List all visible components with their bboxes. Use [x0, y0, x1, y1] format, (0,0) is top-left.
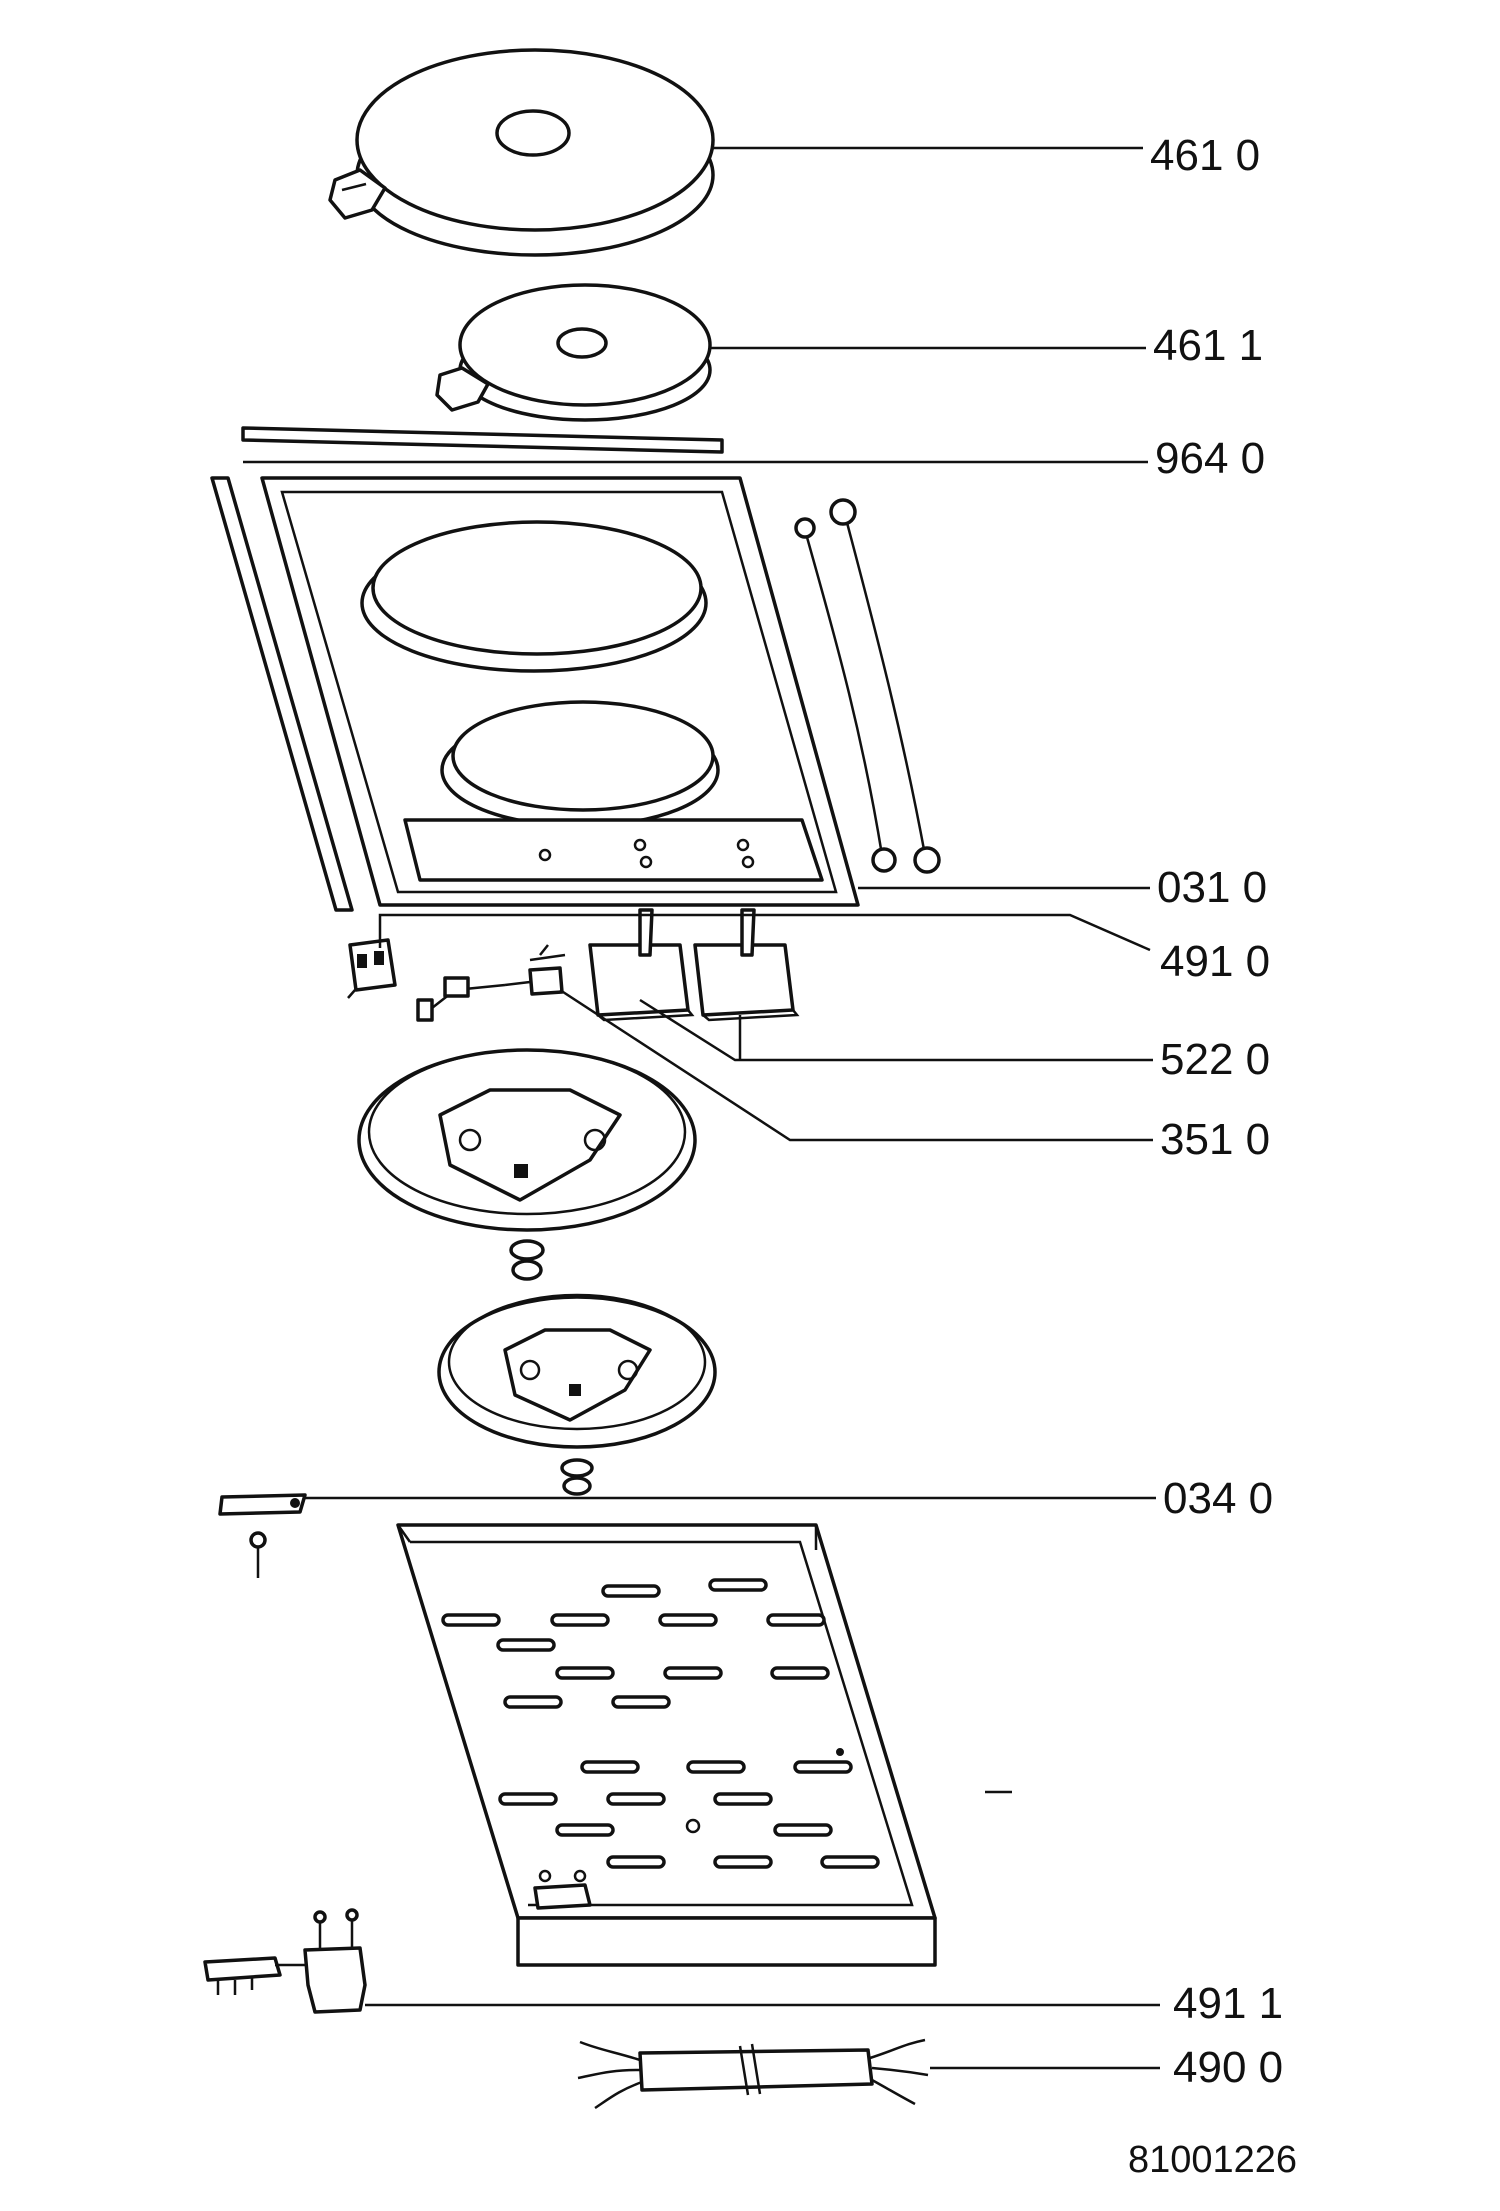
terminal-block[interactable]: [347, 938, 397, 999]
label-9640: 964 0: [1155, 434, 1265, 483]
label-0340: 034 0: [1163, 1474, 1273, 1523]
label-4611: 461 1: [1153, 321, 1263, 370]
burner-tray-upper[interactable]: [357, 1048, 697, 1232]
mains-cable[interactable]: [577, 2038, 929, 2110]
wiring-loom[interactable]: [416, 944, 566, 1022]
label-4910: 491 0: [1160, 937, 1270, 986]
mains-terminal[interactable]: [203, 1908, 367, 2014]
label-4900: 490 0: [1173, 2043, 1283, 2092]
earth-cables[interactable]: [794, 498, 941, 874]
fixing-bracket[interactable]: [218, 1493, 307, 1578]
spacer-nut-lower[interactable]: [560, 1458, 594, 1496]
label-4911: 491 1: [1173, 1979, 1283, 2028]
label-4610: 461 0: [1150, 131, 1260, 180]
hotplate-large[interactable]: [328, 48, 715, 257]
hotplate-small[interactable]: [435, 283, 712, 422]
label-3510: 351 0: [1160, 1115, 1270, 1164]
burner-tray-lower[interactable]: [437, 1293, 717, 1449]
drawing-number: 81001226: [1128, 2139, 1297, 2181]
energy-regulators[interactable]: [588, 908, 800, 1022]
gasket-strips[interactable]: [210, 426, 724, 912]
label-0310: 031 0: [1157, 863, 1267, 912]
leader-lines: [243, 146, 1160, 2070]
label-5220: 522 0: [1160, 1035, 1270, 1084]
bottom-housing[interactable]: [396, 1523, 937, 1967]
part-labels: 461 0 461 1 964 0 031 0 491 0 522 0 351 …: [1128, 131, 1297, 2181]
hob-top-panel[interactable]: [260, 476, 860, 907]
spacer-nut-upper[interactable]: [509, 1239, 545, 1281]
